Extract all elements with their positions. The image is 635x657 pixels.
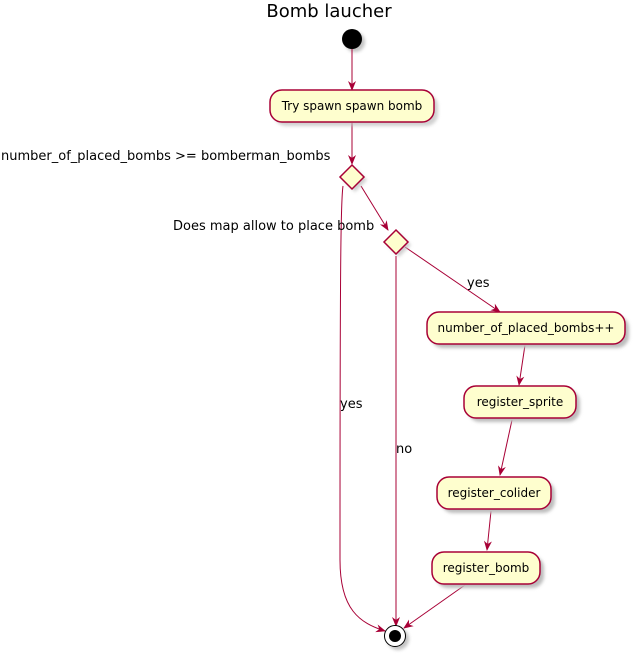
activity-register-colider: register_colider bbox=[436, 476, 555, 513]
edge-sprite-to-colider bbox=[498, 419, 513, 476]
edge-increment-to-sprite bbox=[516, 344, 526, 386]
edge-label-map-no: no bbox=[396, 442, 412, 457]
diagram-title: Bomb laucher bbox=[266, 1, 392, 22]
decision-label-map-check: Does map allow to place bomb bbox=[173, 219, 374, 234]
end-node bbox=[384, 625, 409, 650]
edge-colider-to-bomb bbox=[483, 510, 492, 551]
activity-label: register_bomb bbox=[443, 561, 530, 575]
activity-register-bomb: register_bomb bbox=[431, 551, 544, 588]
activity-increment-bombs: number_of_placed_bombs++ bbox=[426, 311, 629, 348]
activity-try-spawn: Try spawn spawn bomb bbox=[269, 89, 438, 126]
activity-label: number_of_placed_bombs++ bbox=[438, 321, 615, 335]
decision-label-bombs-check: number_of_placed_bombs >= bomberman_bomb… bbox=[1, 149, 331, 164]
edge-label-bombs-yes: yes bbox=[340, 397, 363, 412]
edge-map-yes-to-increment bbox=[404, 246, 501, 313]
edge-bombs-yes-to-end bbox=[339, 185, 386, 633]
start-node bbox=[342, 29, 362, 49]
edge-bombs-check-to-map-check bbox=[360, 185, 389, 231]
edge-label-map-yes: yes bbox=[467, 276, 490, 291]
activity-label: register_sprite bbox=[477, 395, 564, 409]
edge-bomb-to-end bbox=[403, 584, 466, 629]
activity-register-sprite: register_sprite bbox=[463, 385, 580, 422]
activity-label: register_colider bbox=[448, 486, 541, 500]
decision-bombs-check bbox=[338, 163, 367, 192]
activity-label: Try spawn spawn bomb bbox=[281, 99, 423, 113]
decision-map-check bbox=[382, 228, 411, 257]
